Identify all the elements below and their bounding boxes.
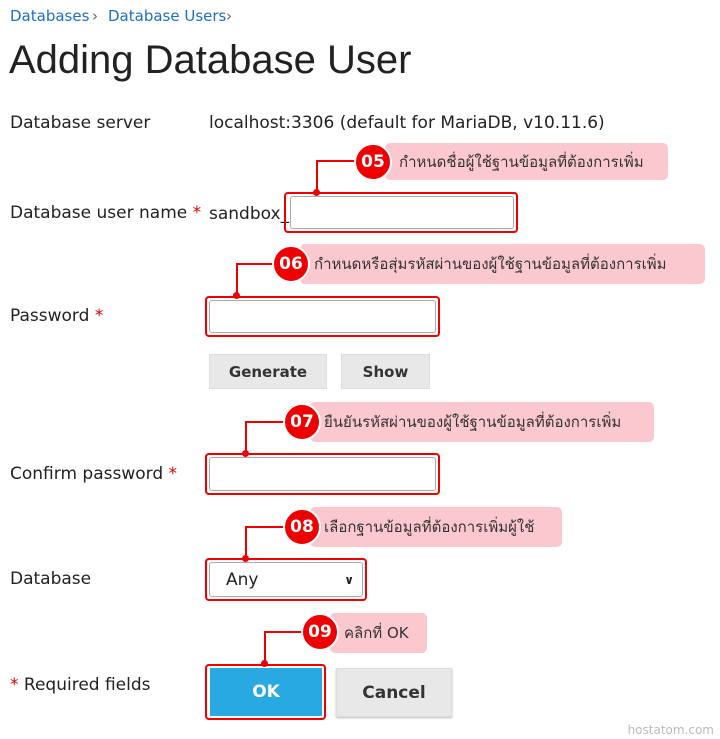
step-badge: 08 [283, 508, 321, 546]
highlight-box [205, 296, 440, 337]
username-label-text: Database user name [10, 203, 188, 223]
database-selected-value: Any [226, 569, 259, 590]
step-badge: 06 [272, 245, 310, 283]
confirm-password-label: Confirm password * [10, 464, 177, 484]
chevron-right-icon: › [226, 7, 232, 25]
required-note-text: Required fields [23, 675, 151, 695]
required-mark: * [10, 675, 19, 695]
highlight-box [205, 558, 367, 601]
required-fields-note: * Required fields [10, 675, 151, 695]
highlight-box [284, 192, 518, 233]
chevron-down-icon: ∨ [344, 572, 354, 587]
password-label-text: Password [10, 306, 90, 326]
highlight-box [205, 453, 440, 495]
show-button[interactable]: Show [341, 354, 430, 389]
password-input[interactable] [209, 300, 436, 333]
username-input[interactable] [290, 196, 514, 229]
generate-button[interactable]: Generate [209, 354, 327, 389]
ok-button[interactable]: OK [210, 668, 322, 716]
required-mark: * [168, 464, 178, 484]
username-label: Database user name * [10, 203, 201, 223]
page-title: Adding Database User [9, 38, 412, 82]
callout-06: กำหนดหรือสุ่มรหัสผ่านของผู้ใช้ฐานข้อมูลท… [300, 244, 705, 284]
watermark: hostatom.com [627, 723, 714, 737]
callout-07: ยืนยันรหัสผ่านของผู้ใช้ฐานข้อมูลที่ต้องก… [310, 402, 654, 442]
server-value: localhost:3306 (default for MariaDB, v10… [209, 113, 605, 133]
breadcrumb-databases[interactable]: Databases [10, 7, 90, 25]
step-badge: 07 [283, 403, 321, 441]
required-mark: * [94, 306, 104, 326]
callout-05: กำหนดชื่อผู้ใช้ฐานข้อมูลที่ต้องการเพิ่ม [385, 143, 668, 180]
database-label: Database [10, 569, 92, 589]
callout-09: คลิกที่ OK [330, 613, 427, 653]
required-mark: * [192, 203, 202, 223]
breadcrumb-database-users[interactable]: Database Users [108, 7, 227, 25]
database-select[interactable]: Any ∨ [209, 562, 363, 597]
server-label: Database server [10, 113, 151, 133]
chevron-right-icon: › [92, 7, 98, 25]
confirm-password-input[interactable] [209, 457, 436, 491]
username-prefix: sandbox_ [209, 204, 290, 224]
callout-08: เลือกฐานข้อมูลที่ต้องการเพิ่มผู้ใช้ [310, 507, 562, 547]
cancel-button[interactable]: Cancel [336, 668, 452, 717]
step-badge: 05 [354, 143, 392, 181]
confirm-label-text: Confirm password [10, 464, 164, 484]
step-badge: 09 [301, 613, 339, 651]
password-label: Password * [10, 306, 103, 326]
